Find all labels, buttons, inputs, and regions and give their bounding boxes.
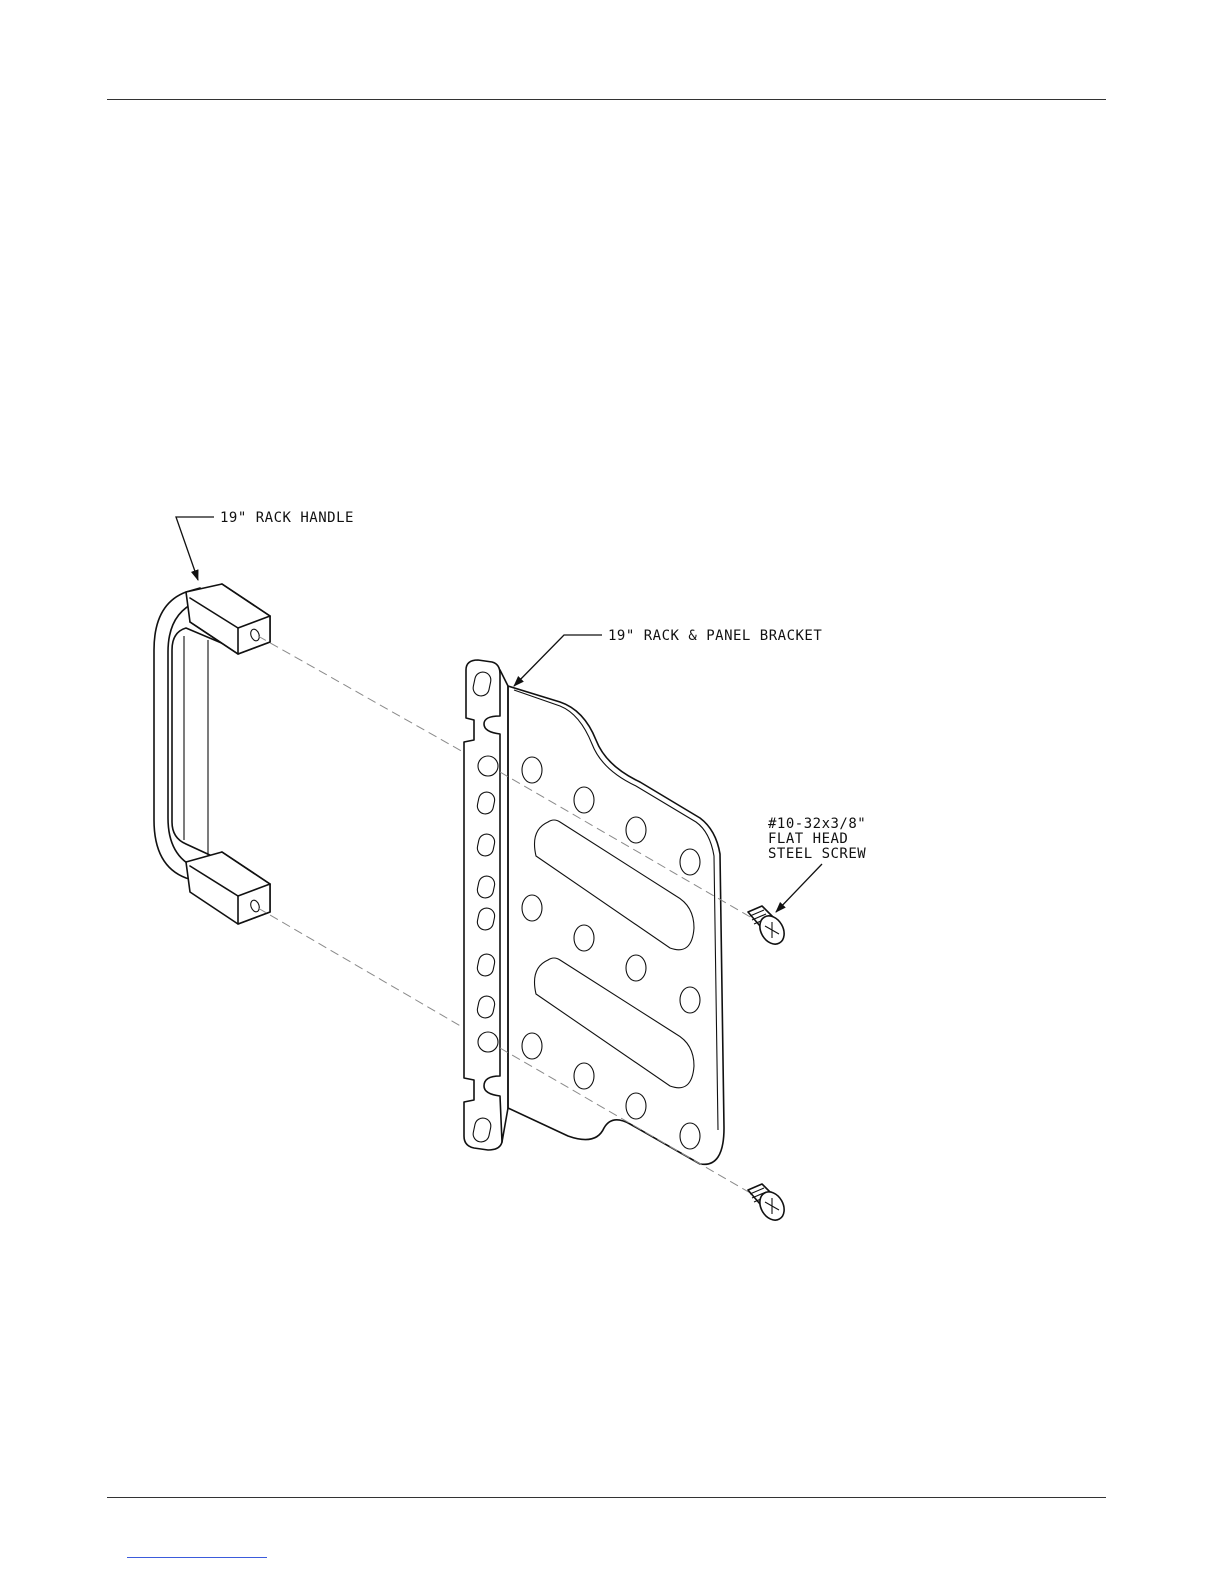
rack-handle: [154, 584, 270, 924]
alignment-line-bottom: [258, 908, 488, 1042]
callout-screw-line1: #10-32x3/8": [768, 816, 866, 832]
callout-bracket-label: 19" RACK & PANEL BRACKET: [608, 628, 822, 644]
callout-handle-label: 19" RACK HANDLE: [220, 510, 354, 526]
rack-panel-bracket: [464, 660, 724, 1164]
callout-screw-line2: FLAT HEAD: [768, 831, 848, 847]
screw-top: [748, 906, 789, 948]
callout-screw-line3: STEEL SCREW: [768, 846, 866, 862]
callout-handle: 19" RACK HANDLE: [176, 510, 354, 580]
callout-bracket: 19" RACK & PANEL BRACKET: [514, 628, 822, 686]
alignment-line-top: [258, 636, 488, 766]
screw-bottom: [748, 1184, 789, 1224]
callout-screw: #10-32x3/8" FLAT HEAD STEEL SCREW: [768, 816, 866, 912]
